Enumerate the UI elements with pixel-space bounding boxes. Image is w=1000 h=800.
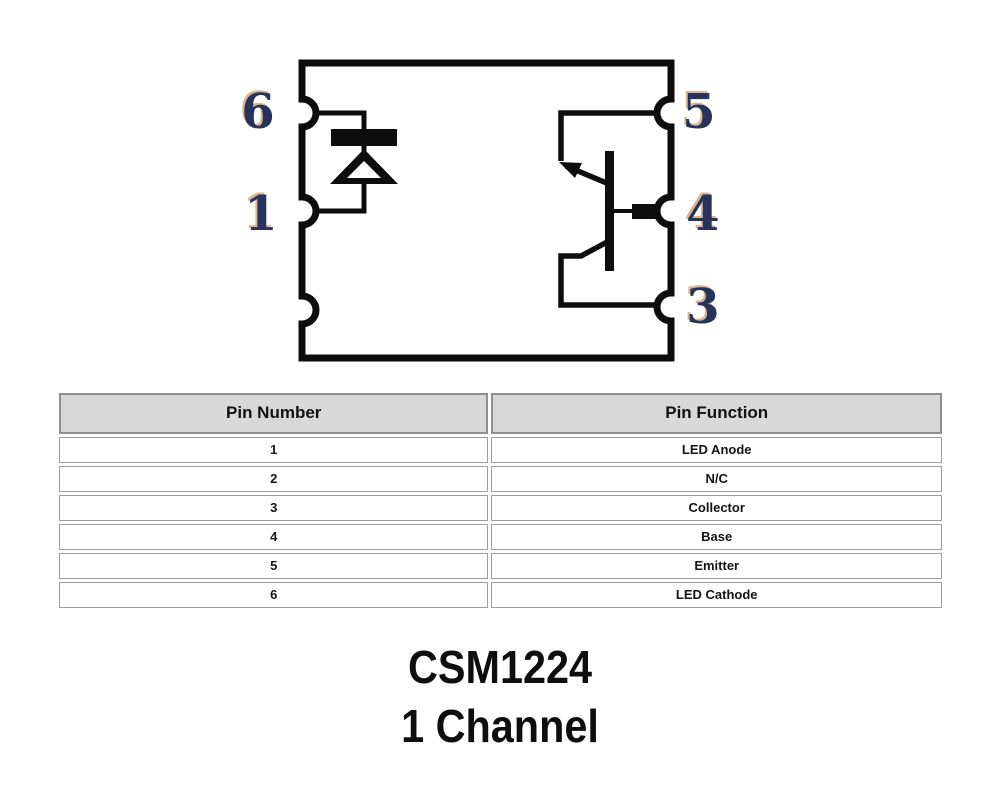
- base-bar: [605, 151, 614, 271]
- pin-1-label: 1: [244, 186, 277, 242]
- pin-4-label-shadow: 4: [684, 184, 717, 240]
- part-title-block: CSM1224 1 Channel: [50, 638, 950, 756]
- pin-number-cell: 2: [59, 466, 489, 492]
- led-cathode-bar: [331, 129, 397, 146]
- phototransistor-symbol: [558, 110, 659, 308]
- pin-number-cell: 4: [59, 524, 489, 550]
- pin-table-body: 1 LED Anode 2 N/C 3 Collector 4 Base 5 E…: [59, 437, 942, 608]
- pin-number-cell: 3: [59, 495, 489, 521]
- pin-function-cell: LED Anode: [491, 437, 942, 463]
- pin-number-cell: 6: [59, 582, 489, 608]
- pin-function-header: Pin Function: [491, 393, 942, 434]
- pin-4-label: 4: [686, 186, 719, 242]
- pin-5-label-shadow: 5: [680, 82, 713, 138]
- pin-number-cell: 1: [59, 437, 489, 463]
- pin-3-label: 3: [686, 279, 719, 335]
- pin-function-cell: LED Cathode: [491, 582, 942, 608]
- pin-table-header: Pin Number Pin Function: [59, 393, 942, 434]
- pin-function-cell: N/C: [491, 466, 942, 492]
- collector-wire: [558, 238, 659, 308]
- table-row: 4 Base: [59, 524, 942, 550]
- table-row: 3 Collector: [59, 495, 942, 521]
- pin-function-table: Pin Number Pin Function 1 LED Anode 2 N/…: [56, 390, 945, 611]
- pin-function-cell: Emitter: [491, 553, 942, 579]
- pin-number-cell: 5: [59, 553, 489, 579]
- package-outline: [298, 59, 675, 362]
- table-row: 6 LED Cathode: [59, 582, 942, 608]
- part-number-title: CSM1224: [407, 641, 593, 693]
- pin-number-header: Pin Number: [59, 393, 489, 434]
- base-pad: [632, 204, 659, 219]
- pin-3-label-shadow: 3: [684, 277, 717, 333]
- led-diode-symbol: [314, 110, 398, 214]
- table-row: 5 Emitter: [59, 553, 942, 579]
- pin-1-label-shadow: 1: [242, 184, 275, 240]
- pin-number-labels: 6 6 1 1 5 5 4 4 3 3: [239, 82, 719, 335]
- pin-6-label-shadow: 6: [239, 82, 272, 138]
- pin-function-cell: Base: [491, 524, 942, 550]
- emitter-wire: [558, 110, 659, 161]
- table-header-row: Pin Number Pin Function: [59, 393, 942, 434]
- optocoupler-schematic: 6 6 1 1 5 5 4 4 3 3: [239, 59, 720, 362]
- pin-5-label: 5: [682, 84, 715, 140]
- channel-count-title: 1 Channel: [401, 700, 599, 752]
- pin-6-label: 6: [241, 84, 274, 140]
- table-row: 1 LED Anode: [59, 437, 942, 463]
- table-row: 2 N/C: [59, 466, 942, 492]
- pin-configuration-diagram: 6 6 1 1 5 5 4 4 3 3: [0, 0, 1000, 390]
- emitter-arrowhead: [559, 162, 582, 178]
- led-triangle-cutout: [347, 161, 381, 178]
- pin-function-cell: Collector: [491, 495, 942, 521]
